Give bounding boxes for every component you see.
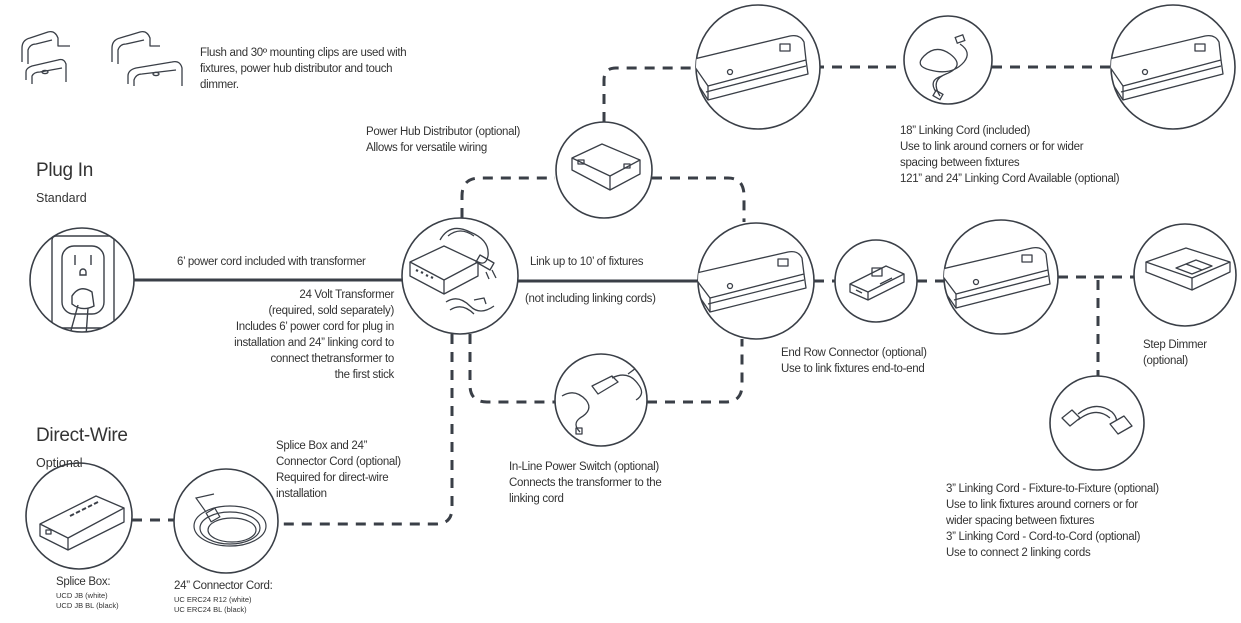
plug-in-title: Plug In bbox=[36, 160, 94, 181]
power-cord-label: 6’ power cord included with transformer bbox=[177, 256, 366, 268]
wall-outlet-icon bbox=[29, 227, 135, 333]
linking-cord-3-icon bbox=[1049, 375, 1145, 471]
hub-loop-dashed-right bbox=[652, 176, 746, 222]
fixture-icon bbox=[697, 222, 815, 340]
direct-wire-title: Direct-Wire bbox=[36, 425, 128, 446]
linking-cord-3-label: 3” Linking Cord - Fixture-to-Fixture (op… bbox=[946, 483, 1159, 559]
splice-box-sku-black: UCD JB BL (black) bbox=[56, 601, 119, 610]
link-up-label: Link up to 10’ of fixtures bbox=[530, 256, 644, 268]
hub-loop-dashed bbox=[460, 176, 555, 218]
fixture-icon bbox=[943, 219, 1059, 335]
splice-box-cord-label: Splice Box and 24” Connector Cord (optio… bbox=[276, 440, 401, 500]
step-dimmer-icon bbox=[1133, 223, 1237, 327]
connection-lines bbox=[132, 65, 1134, 526]
switch-loop-dashed-right bbox=[647, 339, 744, 404]
power-hub-icon bbox=[555, 121, 653, 219]
connector-cord-sku-black: UC ERC24 BL (black) bbox=[174, 605, 247, 614]
switch-loop-dashed bbox=[468, 334, 555, 404]
power-hub-label: Power Hub Distributor (optional) Allows … bbox=[366, 126, 521, 154]
step-dimmer-label: Step Dimmer (optional) bbox=[1143, 339, 1207, 367]
direct-wire-subtitle: Optional bbox=[36, 456, 83, 470]
connector-cord-icon bbox=[173, 468, 279, 574]
inline-switch-label: In-Line Power Switch (optional) Connects… bbox=[509, 461, 662, 505]
direct-wire-dashed bbox=[278, 334, 454, 526]
hub-to-fixture-dashed bbox=[602, 66, 696, 122]
splice-box-sku-white: UCD JB (white) bbox=[56, 591, 108, 600]
connector-cord-title: 24” Connector Cord: bbox=[174, 580, 273, 592]
mounting-clips-label: Flush and 30º mounting clips are used wi… bbox=[200, 47, 407, 91]
inline-switch-icon bbox=[554, 353, 648, 447]
connector-cord-sku-white: UC ERC24 R12 (white) bbox=[174, 595, 252, 604]
splice-box-title: Splice Box: bbox=[56, 576, 111, 588]
end-row-connector-label: End Row Connector (optional) Use to link… bbox=[781, 347, 927, 375]
fixture-icon bbox=[1110, 4, 1236, 130]
fixture-icon bbox=[695, 4, 821, 130]
mounting-clips-icon bbox=[21, 30, 183, 86]
end-row-connector-icon bbox=[834, 239, 918, 323]
transformer-icon bbox=[401, 217, 519, 335]
plug-in-subtitle: Standard bbox=[36, 191, 87, 205]
splice-box-icon bbox=[25, 462, 133, 570]
link-up-note: (not including linking cords) bbox=[525, 293, 656, 305]
linking-cord-18-icon bbox=[903, 15, 993, 105]
transformer-label: 24 Volt Transformer (required, sold sepa… bbox=[234, 289, 394, 381]
linking-cord-18-label: 18” Linking Cord (included) Use to link … bbox=[900, 125, 1120, 185]
